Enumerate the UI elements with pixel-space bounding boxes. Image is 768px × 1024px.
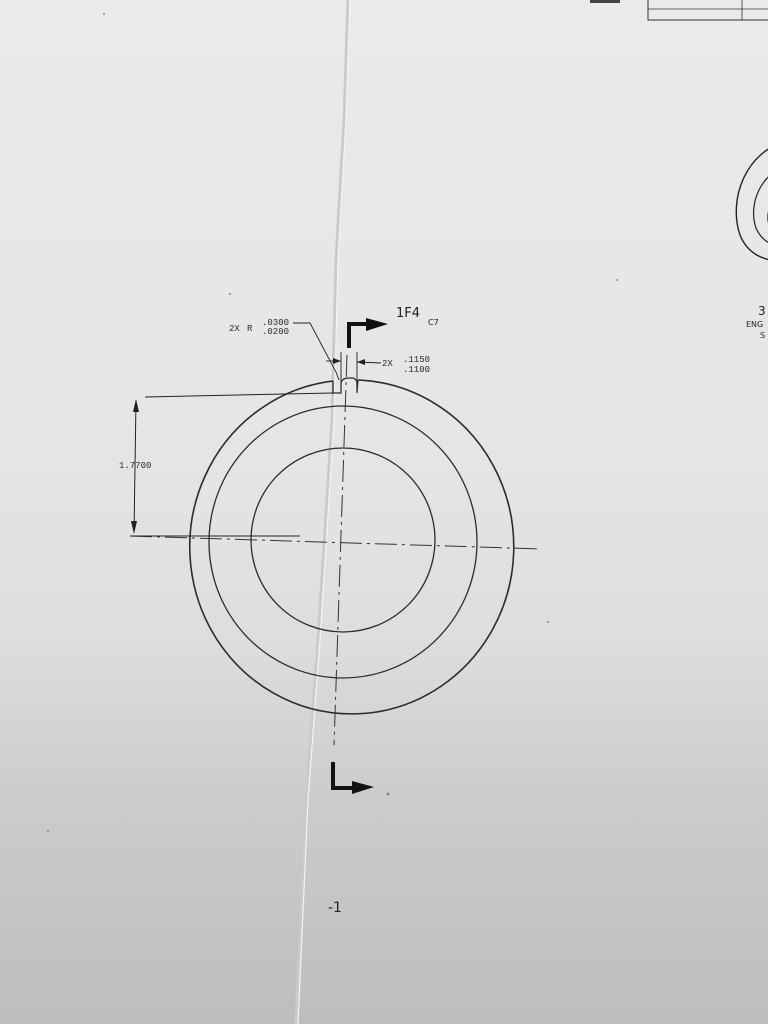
right-view-text-1: ENG	[746, 320, 763, 329]
outer-circle	[188, 379, 515, 715]
middle-circle	[208, 405, 478, 679]
paper-specks	[47, 13, 618, 832]
slot-width-lower: .1100	[403, 365, 430, 375]
fold-crease	[294, 0, 350, 1024]
section-label-sub: C7	[428, 318, 439, 327]
dim-arrow-down	[131, 521, 137, 534]
slot-width-count: 2X	[382, 359, 393, 369]
slot-width-upper: .1150	[403, 355, 430, 365]
right-view-number: 3	[758, 304, 766, 318]
radius-lower: .0200	[262, 327, 289, 337]
height-dimension-text: 1.7700	[119, 461, 151, 471]
height-dimension-line	[130, 392, 334, 537]
section-arrow-top	[347, 318, 388, 348]
title-block-fragment	[590, 0, 768, 21]
dim-arrow-up	[133, 399, 139, 412]
section-label: 1F4	[396, 306, 420, 321]
radius-leader	[293, 322, 340, 381]
radius-note-count: 2X	[229, 324, 240, 334]
section-arrow-bottom	[331, 762, 374, 794]
right-view-text-2: S	[760, 331, 765, 340]
page-marker: -1	[328, 900, 342, 916]
slot-arrow-left	[333, 358, 341, 364]
lighting-shadow	[0, 640, 768, 1024]
right-partial-view	[735, 148, 768, 261]
fold-highlight	[297, 0, 351, 1024]
part-outline	[188, 377, 515, 715]
centerlines	[129, 354, 543, 746]
radius-upper: .0300	[262, 318, 289, 328]
slot-arrow-right	[357, 359, 365, 365]
radius-note-prefix: R	[247, 324, 253, 334]
